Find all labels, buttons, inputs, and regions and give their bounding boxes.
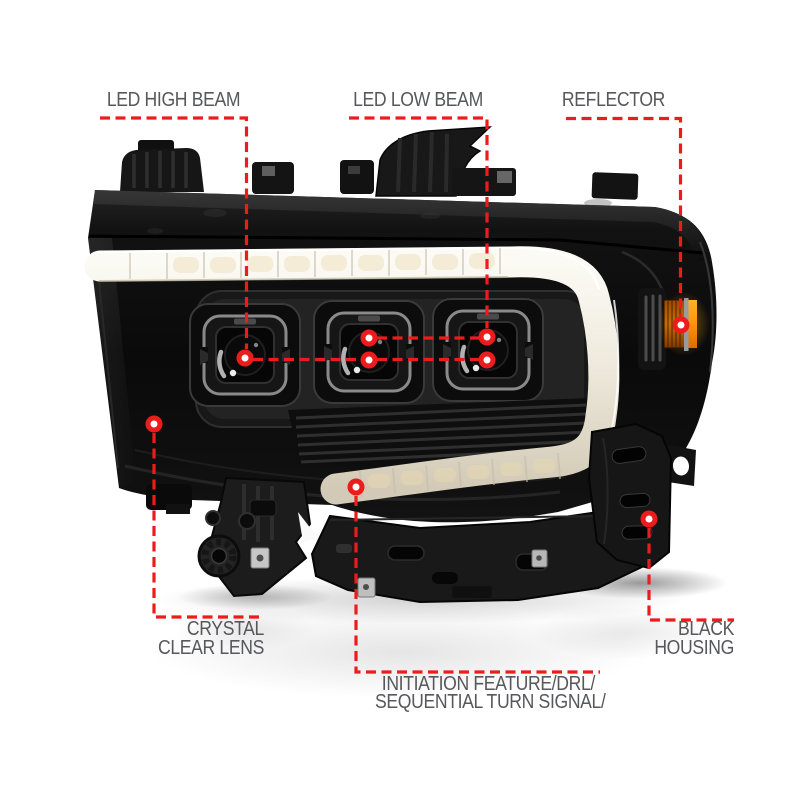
- callout-dot: [643, 513, 655, 525]
- label-text: CLEAR LENS: [157, 636, 264, 659]
- callout-dot: [481, 331, 493, 343]
- callout-dot: [363, 332, 375, 344]
- callout-label-crystal-clear-lens: CRYSTAL CLEAR LENS: [88, 618, 264, 659]
- label-text: CRYSTAL: [186, 618, 264, 640]
- callout-line-initiation-feature: [354, 496, 600, 674]
- callout-dot: [350, 481, 362, 493]
- label-text: REFLECTOR: [561, 89, 666, 111]
- drl-light-bar: [84, 246, 620, 505]
- label-text: INITIATION FEATURE/DRL/: [381, 673, 596, 695]
- callout-label-led-low-beam: LED LOW BEAM: [351, 88, 485, 112]
- label-text: BLACK: [678, 618, 734, 640]
- callout-label-black-housing: BLACK HOUSING: [558, 618, 734, 659]
- callout-label-reflector: REFLECTOR: [546, 88, 681, 112]
- label-text: SEQUENTIAL TURN SIGNAL/: [375, 690, 606, 713]
- callout-line-led-high-beam: [100, 116, 249, 349]
- callout-line-reflector: [566, 116, 683, 316]
- mounting-brackets: [146, 422, 696, 604]
- label-text: HOUSING: [654, 636, 734, 659]
- label-text: LED LOW BEAM: [353, 89, 483, 111]
- callout-label-initiation-feature: INITIATION FEATURE/DRL/ SEQUENTIAL TURN …: [375, 673, 606, 713]
- callout-dot: [481, 354, 493, 366]
- callout-dot: [239, 352, 251, 364]
- mounting-tabs: [120, 126, 639, 200]
- callout-dot: [148, 418, 160, 430]
- callout-label-led-high-beam: LED HIGH BEAM: [106, 88, 241, 112]
- callout-line-crystal-clear-lens: [152, 433, 263, 619]
- callout-line-black-housing: [647, 528, 734, 622]
- callout-dot: [675, 319, 687, 331]
- callout-dot: [363, 354, 375, 366]
- label-text: LED HIGH BEAM: [106, 89, 241, 111]
